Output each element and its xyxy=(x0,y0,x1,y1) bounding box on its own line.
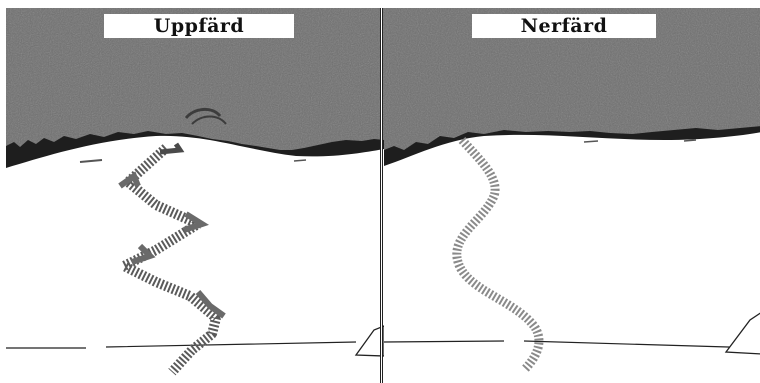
snow-slope xyxy=(6,136,384,383)
panel-divider xyxy=(380,8,383,383)
snow-slope xyxy=(384,132,760,383)
descent-illustration xyxy=(384,0,760,383)
descent-title: Nerfärd xyxy=(472,14,656,38)
ascent-illustration xyxy=(6,0,384,383)
ascent-panel: Uppfärd xyxy=(6,0,384,383)
descent-panel: Nerfärd xyxy=(384,0,760,383)
ascent-title: Uppfärd xyxy=(104,14,294,38)
